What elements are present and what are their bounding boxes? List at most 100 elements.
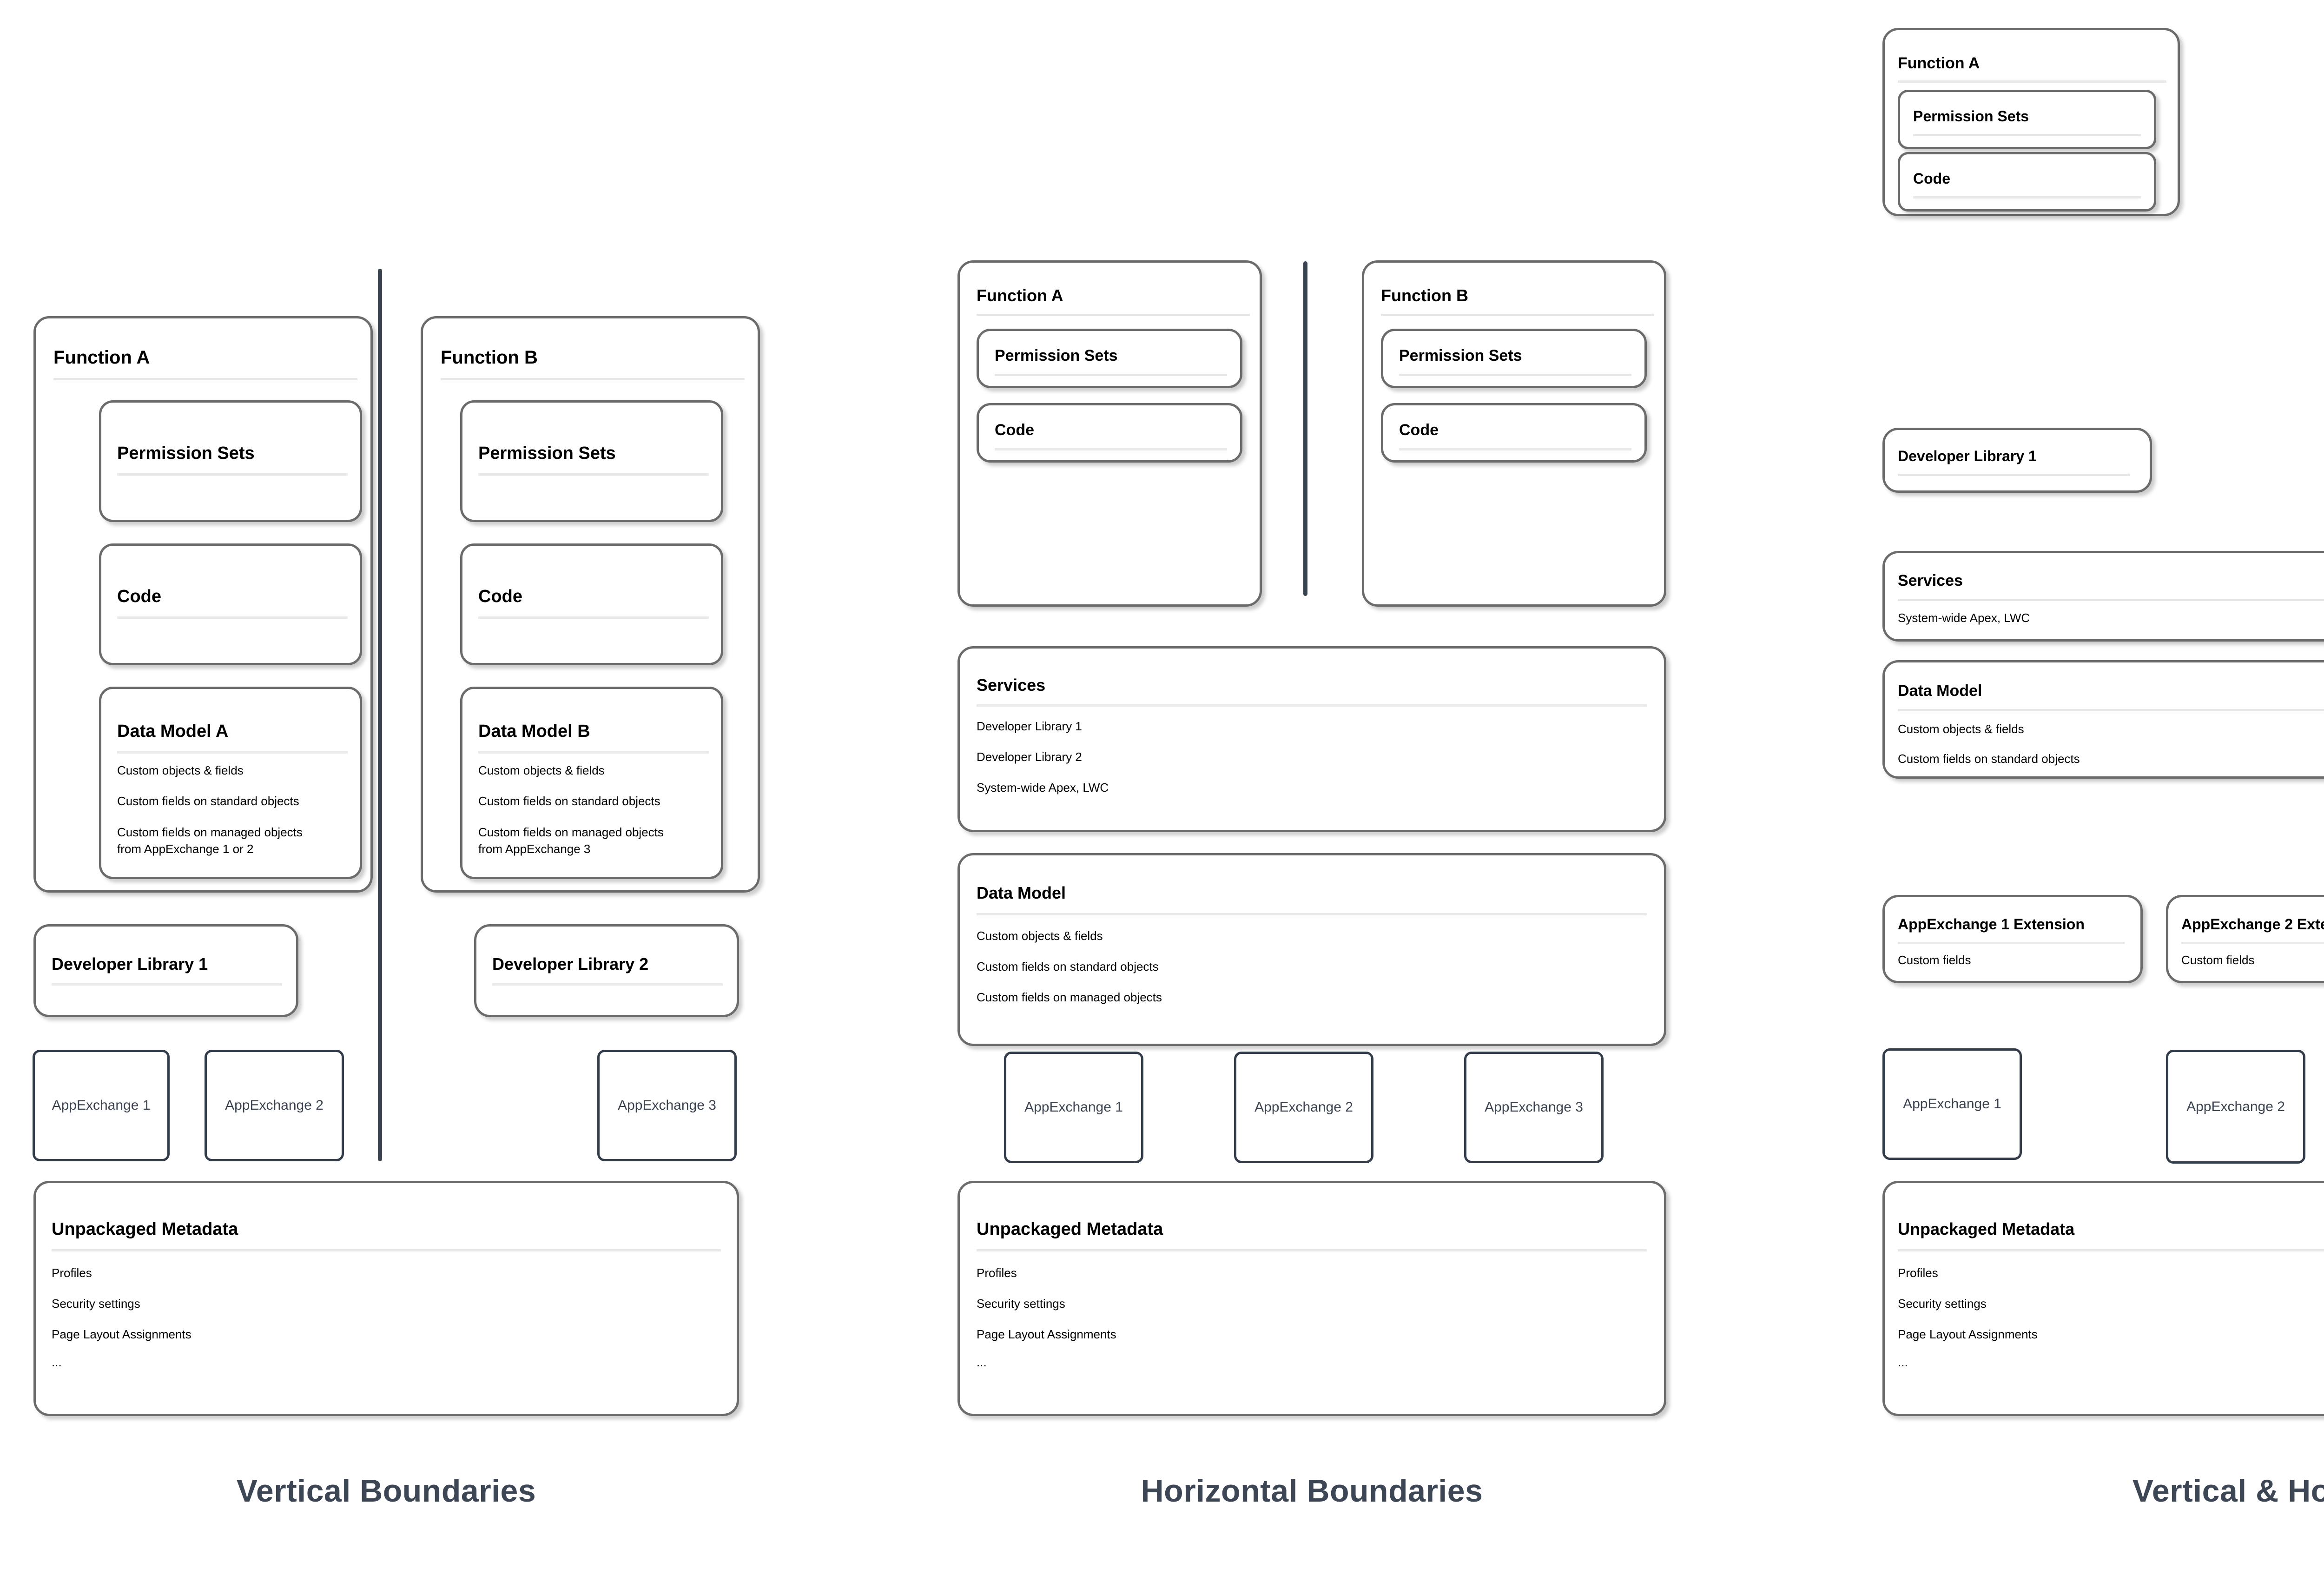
card-function-b-col2[interactable]: Function B Permission Sets Code (1362, 260, 1666, 607)
bullet-security-settings: Security settings (52, 1297, 140, 1311)
vertical-boundary-divider-col1 (378, 269, 382, 1161)
bullet-profiles: Profiles (1898, 1266, 1938, 1280)
card-title-code: Code (478, 587, 522, 606)
vertical-boundary-divider-col2 (1303, 261, 1307, 596)
bullet-ellipsis: ... (1898, 1355, 1908, 1369)
title-rule (117, 751, 348, 754)
title-rule (1898, 942, 2125, 944)
card-title-appexchange-2-extension: AppExchange 2 Extension (2181, 916, 2324, 933)
title-rule (53, 378, 357, 380)
card-code[interactable]: Code (460, 543, 723, 665)
title-rule (1898, 80, 2166, 83)
bullet-profiles: Profiles (52, 1266, 92, 1280)
card-title-permission-sets: Permission Sets (117, 444, 255, 463)
card-services-col2[interactable]: Services Developer Library 1 Developer L… (957, 646, 1666, 832)
title-rule (1399, 448, 1631, 450)
card-function-a-col3[interactable]: Function A Permission Sets Code (1882, 28, 2180, 216)
title-rule (492, 983, 723, 986)
card-title-data-model-a: Data Model A (117, 722, 229, 741)
bullet-page-layout-assignments: Page Layout Assignments (52, 1327, 191, 1341)
card-appexchange-1-extension-col3[interactable]: AppExchange 1 Extension Custom fields (1882, 895, 2143, 983)
card-appexchange-2-extension-col3[interactable]: AppExchange 2 Extension Custom fields (2166, 895, 2324, 983)
card-unpackaged-metadata-col3[interactable]: Unpackaged Metadata Profiles Security se… (1882, 1181, 2324, 1416)
card-data-model-a[interactable]: Data Model A Custom objects & fields Cus… (99, 687, 362, 879)
card-permission-sets[interactable]: Permission Sets (1381, 329, 1647, 388)
appexchange-1-col1[interactable]: AppExchange 1 (33, 1050, 170, 1161)
bullet-ellipsis: ... (977, 1355, 987, 1369)
appexchange-2-label: AppExchange 2 (2186, 1099, 2285, 1114)
appexchange-3-col1[interactable]: AppExchange 3 (597, 1050, 737, 1161)
title-rule (52, 1249, 721, 1251)
bullet-custom-objects-fields: Custom objects & fields (977, 929, 1103, 943)
card-permission-sets[interactable]: Permission Sets (977, 329, 1242, 388)
card-developer-library-1-col3[interactable]: Developer Library 1 (1882, 428, 2152, 493)
card-data-model-col3[interactable]: Data Model Custom objects & fields Custo… (1882, 660, 2324, 779)
appexchange-2-col3[interactable]: AppExchange 2 (2166, 1050, 2305, 1164)
card-permission-sets[interactable]: Permission Sets (460, 400, 723, 522)
caption-horizontal-boundaries: Horizontal Boundaries (1141, 1473, 1483, 1509)
card-permission-sets[interactable]: Permission Sets (1898, 90, 2156, 149)
card-title-unpackaged-metadata: Unpackaged Metadata (1898, 1219, 2075, 1238)
card-title-function-b: Function B (1381, 286, 1468, 305)
title-rule (995, 374, 1227, 376)
card-code[interactable]: Code (99, 543, 362, 665)
card-developer-library-1-col1[interactable]: Developer Library 1 (33, 924, 298, 1017)
title-rule (441, 378, 745, 380)
card-services-col3[interactable]: Services System-wide Apex, LWC (1882, 551, 2324, 642)
bullet-custom-fields-managed: Custom fields on managed objects from Ap… (478, 825, 664, 856)
title-rule (117, 473, 348, 476)
appexchange-2-col2[interactable]: AppExchange 2 (1234, 1052, 1373, 1163)
card-title-appexchange-1-extension: AppExchange 1 Extension (1898, 916, 2085, 933)
card-title-permission-sets: Permission Sets (995, 347, 1118, 364)
appexchange-1-col3[interactable]: AppExchange 1 (1882, 1048, 2022, 1160)
bullet-ellipsis: ... (52, 1355, 62, 1369)
card-code[interactable]: Code (1381, 403, 1647, 463)
card-title-developer-library-2: Developer Library 2 (492, 954, 649, 973)
appexchange-2-label: AppExchange 2 (225, 1098, 324, 1113)
card-title-function-b: Function B (441, 347, 538, 368)
bullet-custom-objects-fields: Custom objects & fields (117, 763, 244, 777)
title-rule (1913, 196, 2141, 199)
bullet-page-layout-assignments: Page Layout Assignments (1898, 1327, 2038, 1341)
card-data-model-col2[interactable]: Data Model Custom objects & fields Custo… (957, 853, 1666, 1046)
appexchange-2-col1[interactable]: AppExchange 2 (205, 1050, 344, 1161)
appexchange-3-col2[interactable]: AppExchange 3 (1464, 1052, 1604, 1163)
title-rule (117, 616, 348, 619)
card-function-a-col1[interactable]: Function A Permission Sets Code Data Mod… (33, 316, 373, 893)
card-title-permission-sets: Permission Sets (1913, 108, 2029, 125)
title-rule (995, 448, 1227, 450)
card-data-model-b[interactable]: Data Model B Custom objects & fields Cus… (460, 687, 723, 879)
card-title-unpackaged-metadata: Unpackaged Metadata (977, 1219, 1163, 1239)
card-code[interactable]: Code (1898, 152, 2156, 212)
card-title-code: Code (995, 421, 1034, 439)
card-permission-sets[interactable]: Permission Sets (99, 400, 362, 522)
bullet-page-layout-assignments: Page Layout Assignments (977, 1327, 1116, 1341)
card-title-services: Services (1898, 572, 1963, 589)
appexchange-1-col2[interactable]: AppExchange 1 (1004, 1052, 1143, 1163)
bullet-custom-fields: Custom fields (1898, 953, 1971, 967)
title-rule (1913, 134, 2141, 136)
caption-vertical-boundaries: Vertical Boundaries (236, 1473, 536, 1509)
title-rule (478, 751, 709, 754)
title-rule (478, 473, 709, 476)
title-rule (52, 983, 282, 986)
appexchange-1-label: AppExchange 1 (1903, 1096, 2001, 1112)
bullet-developer-library-1: Developer Library 1 (977, 719, 1082, 733)
card-developer-library-2-col1[interactable]: Developer Library 2 (474, 924, 739, 1017)
card-title-developer-library-1: Developer Library 1 (52, 954, 208, 973)
card-unpackaged-metadata-col2[interactable]: Unpackaged Metadata Profiles Security se… (957, 1181, 1666, 1416)
card-unpackaged-metadata-col1[interactable]: Unpackaged Metadata Profiles Security se… (33, 1181, 739, 1416)
title-rule (1399, 374, 1631, 376)
title-rule (977, 1249, 1647, 1251)
title-rule (1381, 314, 1654, 316)
card-code[interactable]: Code (977, 403, 1242, 463)
bullet-custom-objects-fields: Custom objects & fields (1898, 722, 2024, 736)
appexchange-1-label: AppExchange 1 (52, 1098, 151, 1113)
title-rule (2181, 942, 2324, 944)
title-rule (1898, 599, 2324, 601)
card-function-b-col1[interactable]: Function B Permission Sets Code Data Mod… (421, 316, 760, 893)
appexchange-3-label: AppExchange 3 (1485, 1099, 1583, 1115)
title-rule (977, 314, 1250, 316)
bullet-custom-fields-standard: Custom fields on standard objects (117, 794, 299, 808)
card-function-a-col2[interactable]: Function A Permission Sets Code (957, 260, 1262, 607)
